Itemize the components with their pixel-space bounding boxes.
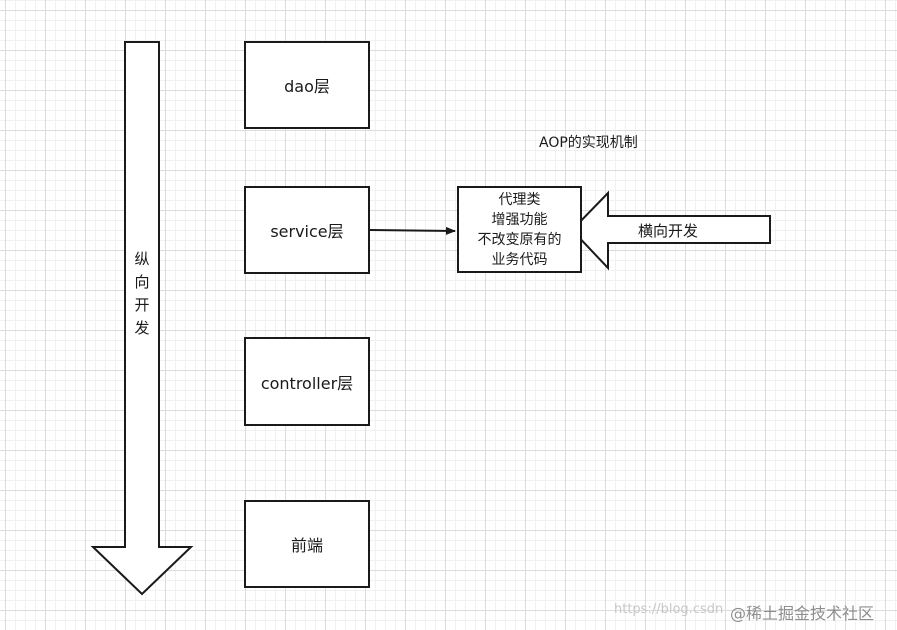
proxy-line: 业务代码 (491, 251, 548, 268)
proxy-class-box[interactable]: 代理类 增强功能 不改变原有的 业务代码 (457, 186, 582, 273)
vertical-label-char: 开 (134, 296, 150, 314)
frontend-layer-label: 前端 (290, 536, 323, 555)
horizontal-development-label: 横向开发 (638, 222, 699, 240)
proxy-line: 不改变原有的 (477, 231, 562, 248)
controller-layer-label: controller层 (260, 373, 354, 393)
watermark-url: https://blog.csdn (614, 602, 724, 617)
watermark-site: @稀土掘金技术社区 (730, 604, 875, 623)
frontend-layer-box[interactable]: 前端 (244, 500, 370, 588)
vertical-development-arrow (90, 41, 194, 596)
proxy-line: 代理类 (498, 191, 541, 208)
service-to-proxy-connector (369, 226, 456, 235)
aop-title: AOP的实现机制 (539, 135, 638, 151)
dao-layer-box[interactable]: dao层 (244, 41, 370, 129)
service-layer-box[interactable]: service层 (244, 186, 370, 274)
vertical-label-char: 发 (134, 319, 150, 337)
service-layer-label: service层 (270, 222, 344, 241)
horizontal-development-arrow (570, 190, 771, 271)
vertical-label-char: 纵 (134, 250, 150, 268)
vertical-label-char: 向 (134, 273, 150, 291)
proxy-line: 增强功能 (491, 211, 548, 228)
vertical-development-label: 纵 向 开 发 (131, 248, 153, 340)
controller-layer-box[interactable]: controller层 (244, 337, 370, 426)
dao-layer-label: dao层 (284, 77, 330, 96)
